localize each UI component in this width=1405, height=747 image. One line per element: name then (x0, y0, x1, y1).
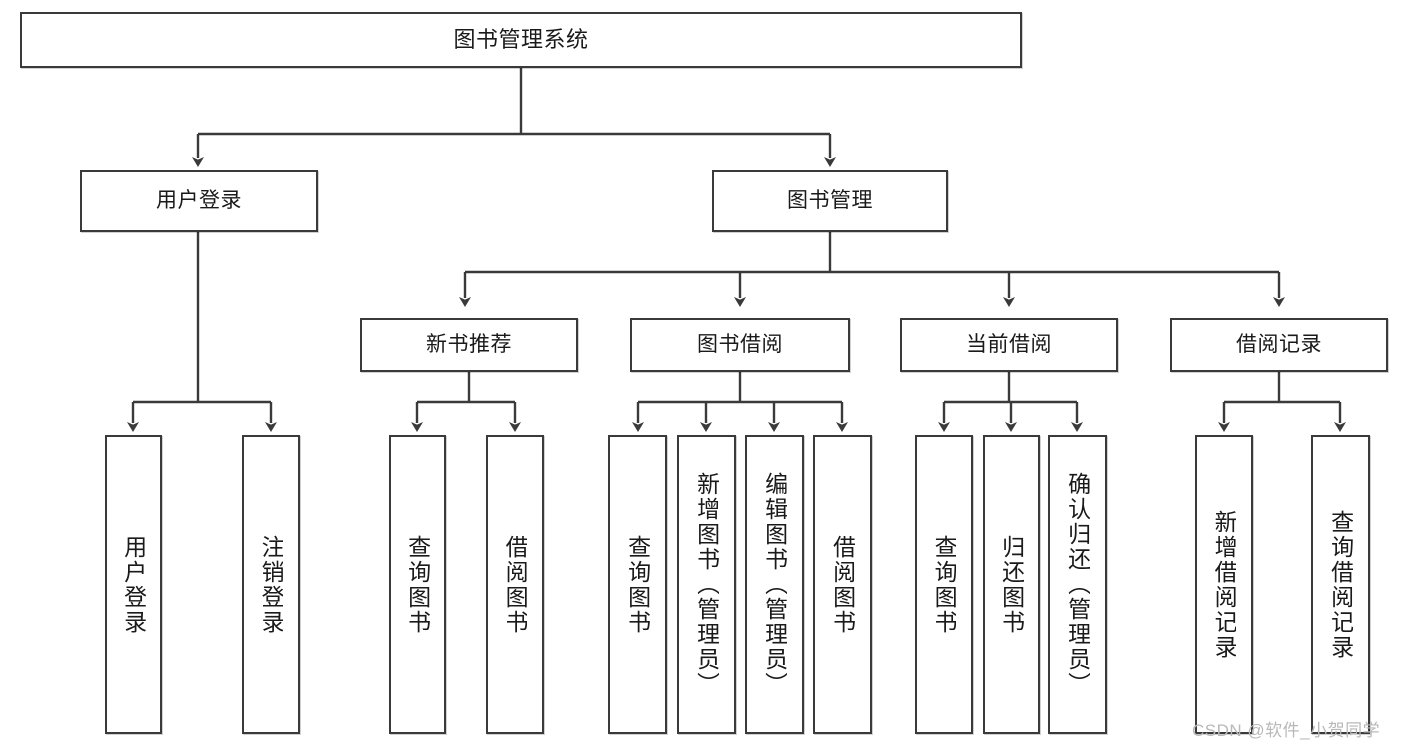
node-label: 用户登录 (121, 534, 146, 635)
leaf-query-book-borrow[interactable]: 查询图书 (608, 435, 667, 734)
node-label: 注销登录 (258, 534, 284, 635)
leaf-add-book-admin[interactable]: 新增图书（管理员） (677, 435, 736, 734)
node-label: 查询图书 (405, 534, 430, 635)
node-current-borrow[interactable]: 当前借阅 (900, 318, 1118, 372)
node-label: 查询图书 (625, 534, 650, 635)
node-label: 借阅图书 (830, 534, 855, 635)
node-label: 确认归还（管理员） (1065, 472, 1090, 697)
leaf-query-book-current[interactable]: 查询图书 (915, 435, 973, 734)
node-label: 新增借阅记录 (1211, 509, 1237, 660)
node-label: 用户登录 (156, 188, 242, 212)
node-book-management[interactable]: 图书管理 (712, 170, 948, 232)
leaf-edit-book-admin[interactable]: 编辑图书（管理员） (745, 435, 804, 734)
leaf-confirm-return-admin[interactable]: 确认归还（管理员） (1048, 435, 1107, 734)
node-label: 当前借阅 (966, 332, 1052, 356)
node-root-system[interactable]: 图书管理系统 (20, 12, 1022, 68)
node-label: 借阅记录 (1236, 332, 1322, 356)
node-label: 图书管理 (787, 188, 873, 212)
node-label: 图书管理系统 (453, 27, 589, 53)
leaf-user-login[interactable]: 用户登录 (105, 435, 162, 734)
node-label: 编辑图书（管理员） (762, 472, 787, 697)
node-borrow-records[interactable]: 借阅记录 (1170, 318, 1388, 372)
watermark-text: CSDN @软件_小贺同学 (1192, 721, 1381, 740)
leaf-query-book-recommend[interactable]: 查询图书 (389, 435, 446, 734)
node-label: 查询借阅记录 (1328, 509, 1353, 660)
leaf-logout[interactable]: 注销登录 (242, 435, 300, 734)
node-user-login[interactable]: 用户登录 (80, 170, 318, 232)
node-label: 查询图书 (931, 534, 957, 635)
leaf-query-borrow-record[interactable]: 查询借阅记录 (1311, 435, 1370, 734)
leaf-borrow-book[interactable]: 借阅图书 (813, 435, 872, 734)
node-new-book-recommend[interactable]: 新书推荐 (360, 318, 578, 372)
node-label: 图书借阅 (697, 332, 783, 356)
node-book-borrow[interactable]: 图书借阅 (630, 318, 850, 372)
node-label: 借阅图书 (502, 534, 528, 635)
leaf-return-book[interactable]: 归还图书 (983, 435, 1040, 734)
node-label: 归还图书 (999, 534, 1024, 635)
leaf-add-borrow-record[interactable]: 新增借阅记录 (1195, 435, 1253, 734)
node-label: 新书推荐 (426, 332, 512, 356)
node-label: 新增图书（管理员） (694, 472, 719, 697)
leaf-borrow-book-recommend[interactable]: 借阅图书 (486, 435, 544, 734)
